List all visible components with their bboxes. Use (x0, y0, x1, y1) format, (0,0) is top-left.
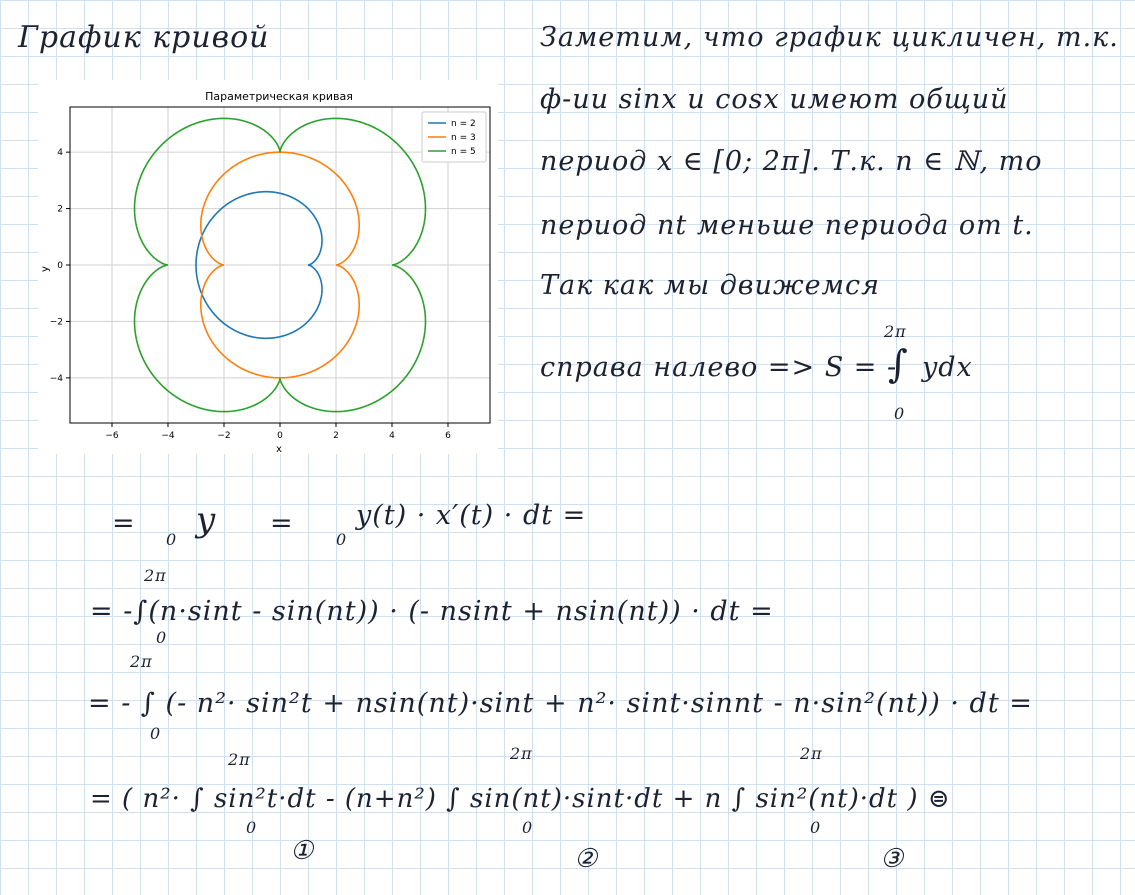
term-marker-2: ② (574, 844, 599, 874)
note-line-1: Заметим, что график цикличен, т.к. (540, 22, 1119, 53)
page-heading: График кривой (18, 20, 270, 55)
series-layer (133, 117, 427, 413)
series-line-n2 (195, 190, 323, 340)
y-tick-label: 2 (57, 205, 63, 215)
row4-expression: = ( n²· ∫ sin²t·dt - (n+n²) ∫ sin(nt)·si… (90, 784, 951, 814)
row4-lower-1: 0 (246, 818, 258, 837)
row4-lower-3: 0 (810, 818, 822, 837)
row3-lower: 0 (150, 724, 162, 743)
x-tick-label: 2 (333, 431, 339, 441)
integral-upper-limit: 2π (884, 322, 907, 341)
x-tick-label: −6 (105, 431, 119, 441)
x-tick-label: 0 (277, 431, 283, 441)
integral-sign: ∫ (888, 342, 909, 386)
integral-lower-limit: 0 (894, 404, 906, 423)
row3-expression: = - ∫ (- n²· sin²t + nsin(nt)·sint + n²·… (88, 688, 1033, 719)
row1-eq-a: = (112, 508, 136, 539)
y-tick-label: 0 (57, 261, 63, 271)
row2-upper: 2π (144, 566, 167, 585)
x-tick-label: 4 (389, 431, 395, 441)
row1-y: y (196, 500, 217, 540)
note-line-6: справа налево => S = - (540, 352, 898, 383)
x-tick-label: −2 (217, 431, 230, 441)
row2-expression: = -∫(n·sint - sin(nt)) · (- nsint + nsin… (90, 596, 774, 627)
term-marker-3: ③ (880, 844, 905, 874)
row4-lower-2: 0 (522, 818, 534, 837)
term-marker-1: ① (290, 836, 315, 866)
row1-lower-a: 0 (166, 530, 178, 549)
row2-lower: 0 (156, 628, 168, 647)
note-line-5: Так как мы движемся (540, 270, 880, 301)
y-tick-label: 4 (57, 148, 63, 158)
note-line-4: период nt меньше периода от t. (540, 210, 1034, 241)
legend-box (421, 111, 487, 163)
parametric-curve-plot: −6 −4 −2 0 2 4 6 −4 −2 0 2 4 Параметрическая кривая… (38, 80, 498, 454)
x-axis-label: x (276, 444, 282, 454)
note-line-2: ф-ии sinx и cosx имеют общий (540, 84, 1009, 115)
x-tick-label: −4 (161, 431, 175, 441)
series-line-n5 (133, 117, 427, 413)
row1-eq-b: = (270, 508, 294, 539)
note-line-6b: ydx (922, 352, 973, 383)
y-tick-label: −2 (50, 317, 63, 327)
note-line-3: период x ∈ [0; 2π]. Т.к. n ∈ ℕ, то (540, 146, 1043, 177)
tick-labels: −6 −4 −2 0 2 4 6 −4 −2 0 2 4 (50, 148, 451, 441)
y-axis-label: y (40, 266, 51, 272)
row1-integrand: y(t) · x′(t) · dt = (356, 500, 587, 531)
row4-upper-2: 2π (510, 744, 533, 763)
row1-lower-b: 0 (336, 530, 348, 549)
row3-upper: 2π (130, 652, 153, 671)
legend-label: n = 2 (451, 119, 476, 129)
row4-upper-3: 2π (800, 744, 823, 763)
figure-background (38, 80, 498, 454)
chart-title: Параметрическая кривая (205, 90, 353, 103)
legend-label: n = 5 (451, 147, 476, 157)
series-line-n3 (199, 151, 361, 379)
y-tick-label: −4 (50, 374, 64, 384)
x-tick-label: 6 (445, 431, 451, 441)
row4-upper-1: 2π (228, 750, 251, 769)
legend-label: n = 3 (451, 133, 476, 143)
legend: n = 2 n = 3 n = 5 (421, 111, 487, 163)
